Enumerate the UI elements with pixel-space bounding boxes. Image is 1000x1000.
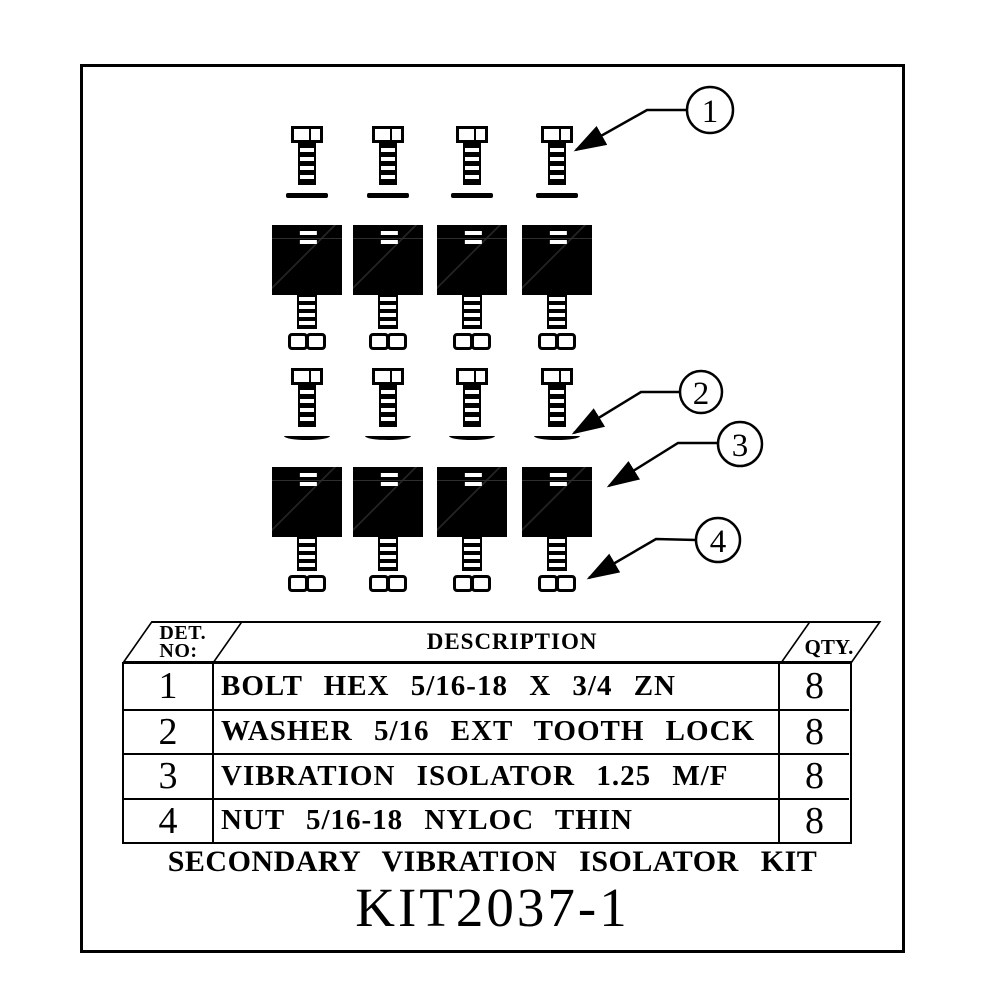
det-no-cell: 4 <box>124 797 212 843</box>
vibration-isolator-illustration <box>353 467 423 537</box>
qty-cell: 8 <box>778 664 849 709</box>
callout-2-bubble <box>678 369 724 415</box>
kit-part-number: KIT2037-1 <box>355 876 630 938</box>
nyloc-nut-illustration <box>285 575 329 592</box>
isolator-stud-illustration <box>297 295 317 329</box>
callout-4-leader <box>586 537 697 580</box>
det-no-cell: 2 <box>124 708 212 754</box>
lock-washer-illustration <box>536 193 578 198</box>
parts-column <box>437 120 507 600</box>
callout-1-leader <box>573 108 687 152</box>
nyloc-nut-illustration <box>285 333 329 350</box>
title-block: SECONDARY VIBRATION ISOLATOR KIT KIT2037… <box>80 846 905 935</box>
description-cell: BOLT HEX 5/16-18 X 3/4 ZN <box>212 664 778 709</box>
vibration-isolator-illustration <box>353 225 423 295</box>
nyloc-nut-illustration <box>366 575 410 592</box>
vibration-isolator-illustration <box>437 225 507 295</box>
callout-4-bubble <box>694 516 742 564</box>
callout-2-label: 2 <box>693 376 710 412</box>
nyloc-nut-illustration <box>450 575 494 592</box>
lock-washer-illustration <box>449 432 495 440</box>
det-no-cell: 1 <box>158 665 178 708</box>
callout-1-bubble <box>685 85 735 135</box>
hex-bolt-illustration <box>456 126 488 185</box>
isolator-stud-illustration <box>547 537 567 571</box>
hex-bolt-illustration <box>541 368 573 427</box>
isolator-stud-illustration <box>462 537 482 571</box>
hex-bolt-illustration <box>291 368 323 427</box>
lock-washer-illustration <box>286 193 328 198</box>
isolator-stud-illustration <box>297 537 317 571</box>
description-cell: VIBRATION ISOLATOR 1.25 M/F <box>212 753 778 798</box>
callout-3-leader <box>606 441 718 488</box>
qty-cell: 8 <box>778 708 849 753</box>
nyloc-nut-illustration <box>366 333 410 350</box>
isolator-stud-illustration <box>378 537 398 571</box>
lock-washer-illustration <box>534 432 580 440</box>
parts-table-header: DET. NO: DESCRIPTION QTY. <box>122 621 883 663</box>
hex-bolt-illustration <box>456 368 488 427</box>
callout-2-leader <box>571 390 680 435</box>
description-cell: NUT 5/16-18 NYLOC THIN <box>212 797 778 842</box>
nyloc-nut-illustration <box>450 333 494 350</box>
lock-washer-illustration <box>365 432 411 440</box>
isolator-stud-illustration <box>378 295 398 329</box>
vibration-isolator-illustration <box>272 467 342 537</box>
parts-column <box>272 120 342 600</box>
hex-bolt-illustration <box>372 126 404 185</box>
callout-4-label: 4 <box>710 524 727 560</box>
callout-3-bubble <box>716 420 764 468</box>
kit-title: SECONDARY VIBRATION ISOLATOR KIT <box>167 845 818 878</box>
table-header-description: DESCRIPTION <box>213 623 809 661</box>
lock-washer-illustration <box>451 193 493 198</box>
hex-bolt-illustration <box>291 126 323 185</box>
callout-1-label: 1 <box>702 94 719 130</box>
callout-3-label: 3 <box>732 428 749 464</box>
det-no-cell: 3 <box>124 753 212 798</box>
qty-cell: 8 <box>778 753 849 798</box>
vibration-isolator-illustration <box>437 467 507 537</box>
vibration-isolator-illustration <box>522 225 592 295</box>
parts-column <box>353 120 423 600</box>
qty-cell: 8 <box>778 797 849 842</box>
lock-washer-illustration <box>367 193 409 198</box>
description-cell: WASHER 5/16 EXT TOOTH LOCK <box>212 708 778 753</box>
nyloc-nut-illustration <box>535 333 579 350</box>
lock-washer-illustration <box>284 432 330 440</box>
vibration-isolator-illustration <box>272 225 342 295</box>
vibration-isolator-illustration <box>522 467 592 537</box>
parts-column <box>522 120 592 600</box>
det-header-line2: NO: <box>159 640 198 662</box>
parts-table: 1 BOLT HEX 5/16-18 X 3/4 ZN 8 2 WASHER 5… <box>122 662 852 844</box>
isolator-stud-illustration <box>547 295 567 329</box>
nyloc-nut-illustration <box>535 575 579 592</box>
hex-bolt-illustration <box>372 368 404 427</box>
hex-bolt-illustration <box>541 126 573 185</box>
isolator-stud-illustration <box>462 295 482 329</box>
